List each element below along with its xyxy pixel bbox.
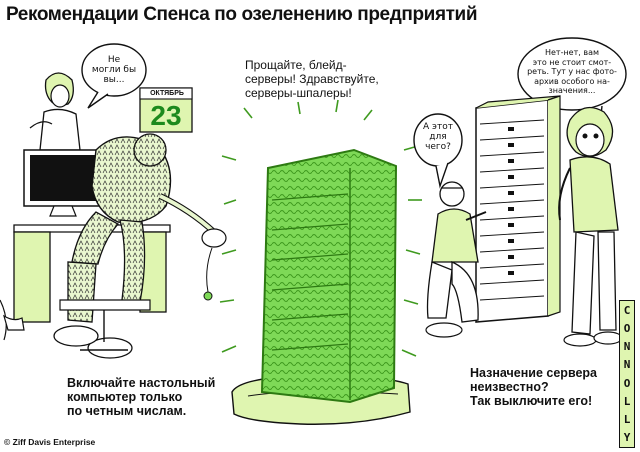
bubble-line: Не bbox=[107, 55, 121, 65]
calendar-month: ОКТЯБРЬ bbox=[150, 90, 184, 97]
signature-letter: O bbox=[623, 376, 631, 390]
signature-letter: C bbox=[623, 303, 631, 317]
caption-line: Так выключите его! bbox=[470, 394, 593, 408]
signature-letter: L bbox=[623, 413, 631, 427]
caption-line: серверы! Здравствуйте, bbox=[245, 72, 379, 86]
calendar-day: 23 bbox=[150, 100, 182, 131]
right-panel-art bbox=[413, 37, 627, 347]
caption-line: Назначение сервера bbox=[470, 366, 598, 380]
caption-line: серверы-шпалеры! bbox=[245, 86, 352, 100]
artist-signature: C O N N O L L Y bbox=[619, 300, 635, 448]
bubble-line: для bbox=[429, 132, 447, 142]
left-panel-art bbox=[0, 43, 227, 359]
bubble-line: А этот bbox=[423, 122, 453, 132]
bubble-line: Нет-нет, вам bbox=[544, 48, 600, 57]
caption-center: Прощайте, блейд- серверы! Здравствуйте, … bbox=[245, 58, 379, 100]
caption-line: неизвестно? bbox=[470, 380, 549, 394]
signature-letter: N bbox=[623, 358, 631, 372]
caption-right: Назначение сервера неизвестно? Так выклю… bbox=[470, 366, 597, 408]
speech-bubble-left: Не могли бы вы... bbox=[90, 55, 138, 85]
caption-line: по четным числам. bbox=[67, 404, 187, 418]
bubble-line: реть. Тут у нас фото- bbox=[527, 67, 617, 76]
speech-bubble-question: А этот для чего? bbox=[416, 122, 460, 152]
caption-line: компьютер только bbox=[67, 390, 183, 404]
signature-letter: N bbox=[623, 340, 631, 354]
bubble-line: вы... bbox=[103, 75, 125, 85]
bubble-line: это не стоит смот- bbox=[532, 57, 612, 67]
bubble-line: значения... bbox=[548, 86, 596, 95]
center-panel-art bbox=[219, 99, 422, 425]
bubble-line: могли бы bbox=[91, 65, 137, 75]
signature-letter: O bbox=[623, 321, 631, 335]
signature-letter: Y bbox=[623, 431, 631, 445]
caption-line: Включайте настольный bbox=[67, 376, 216, 390]
caption-line: Прощайте, блейд- bbox=[245, 58, 347, 72]
speech-bubble-answer: Нет-нет, вам это не стоит смот- реть. Ту… bbox=[522, 48, 622, 96]
copyright-notice: © Ziff Davis Enterprise bbox=[4, 437, 96, 447]
page-title: Рекомендации Спенса по озеленению предпр… bbox=[6, 4, 478, 25]
caption-left: Включайте настольный компьютер только по… bbox=[67, 376, 215, 418]
signature-letter: L bbox=[623, 394, 631, 408]
bubble-line: архив особого на- bbox=[534, 76, 610, 86]
bubble-line: чего? bbox=[425, 142, 451, 152]
